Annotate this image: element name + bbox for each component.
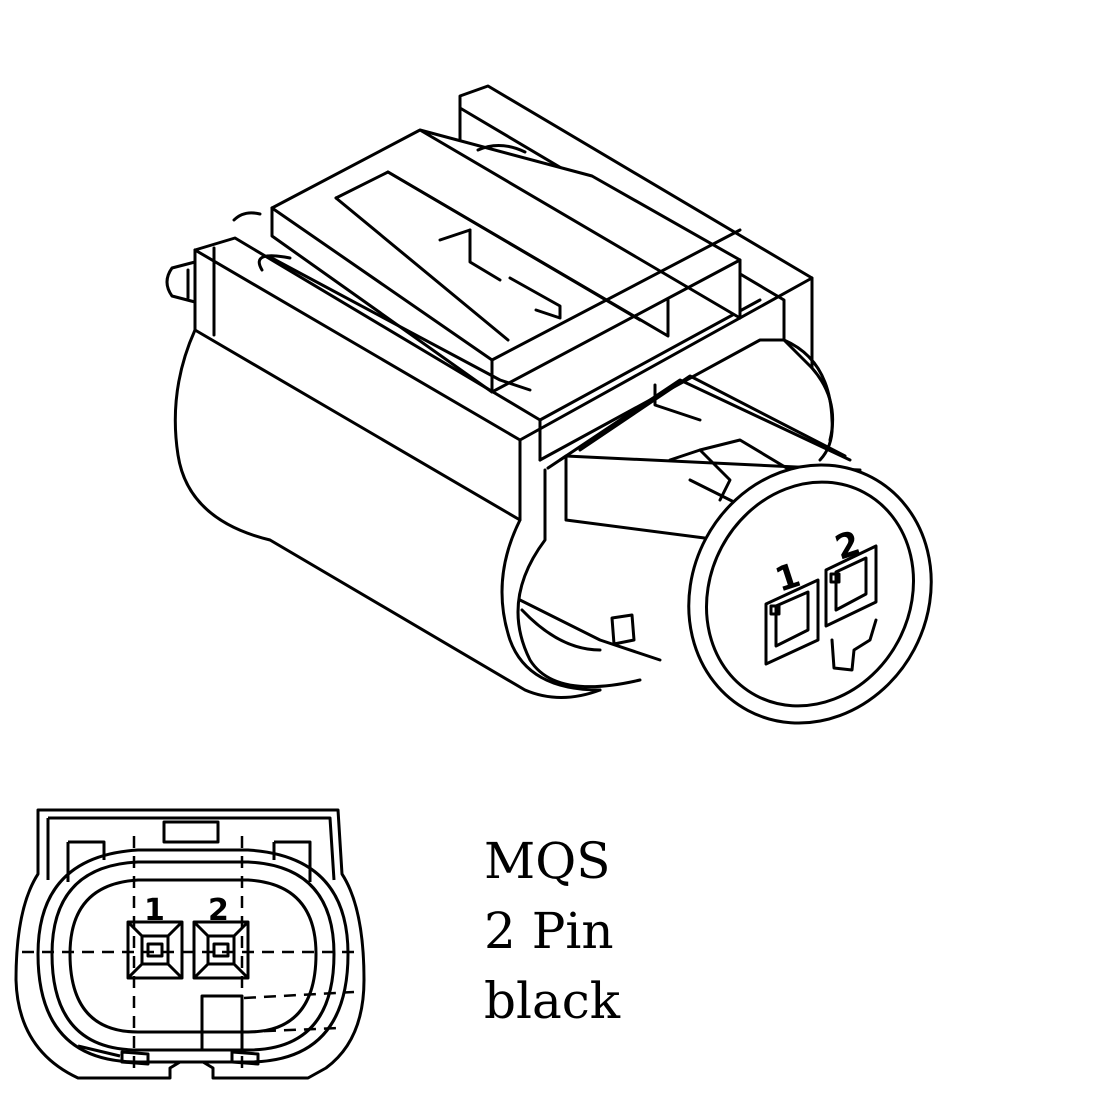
connector-isometric-drawing: 1 2 [165, 84, 933, 725]
connector-family-label: MQS [484, 832, 611, 890]
pin-2-label-front: 2 [208, 893, 229, 928]
connector-color-label: black [484, 972, 621, 1030]
pin-1-label-front: 1 [144, 893, 165, 928]
connector-caption: MQS 2 Pin black [484, 826, 620, 1036]
pin-count-label: 2 Pin [484, 902, 614, 960]
connector-front-face-drawing: 1 2 [14, 808, 366, 1080]
